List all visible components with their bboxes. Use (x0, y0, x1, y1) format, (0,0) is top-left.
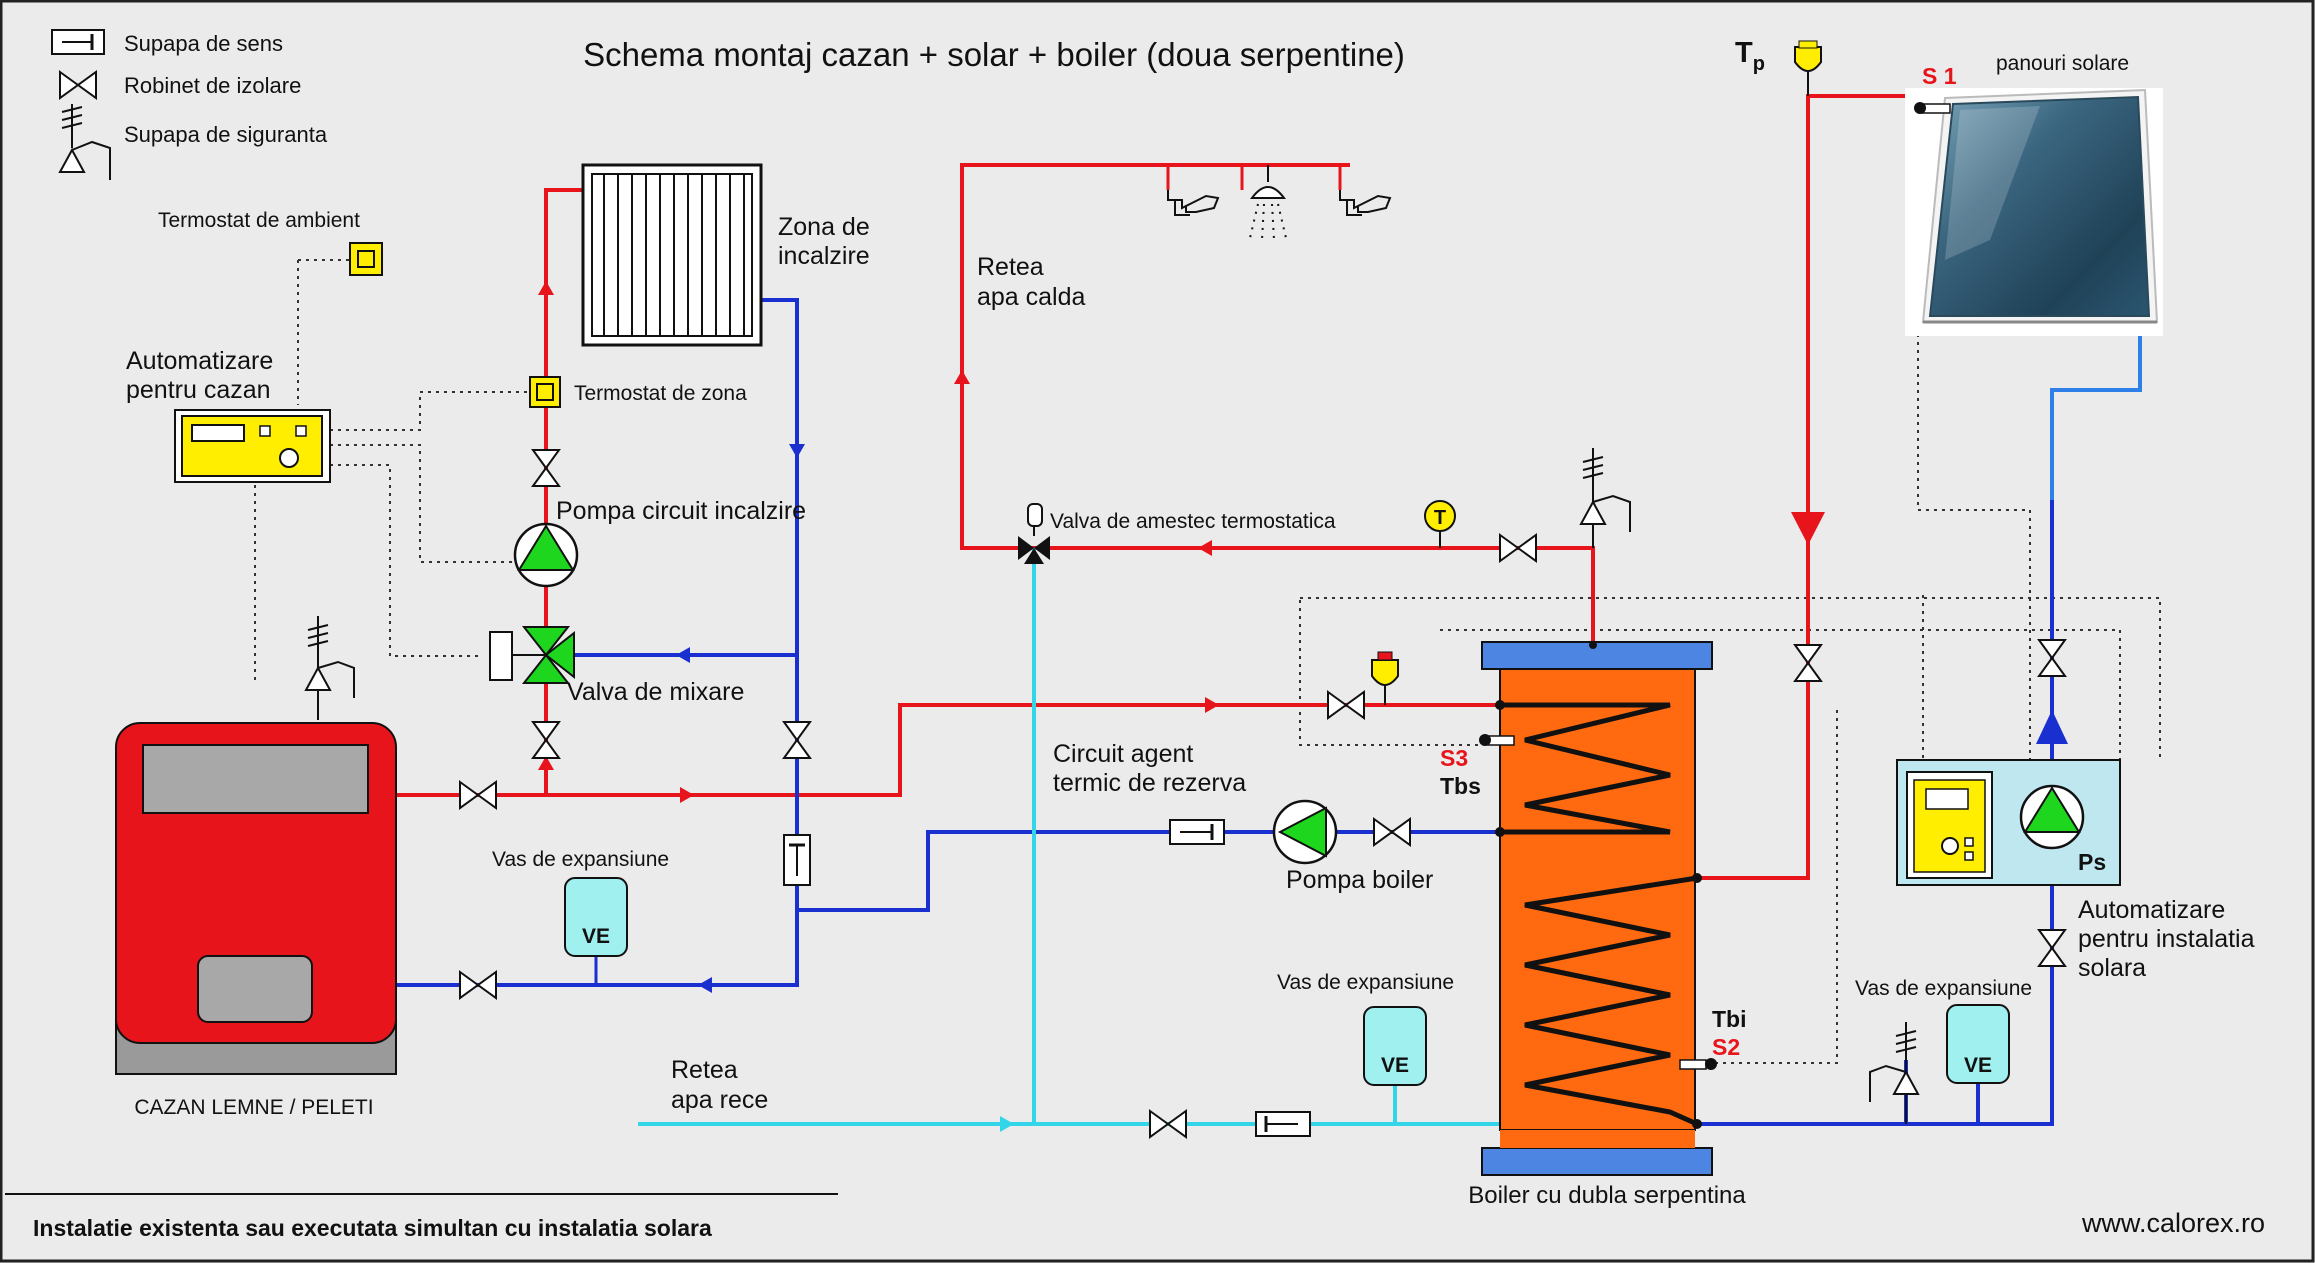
check-valves (783, 819, 1311, 1137)
s2-label: S2 (1712, 1034, 1740, 1060)
dual-coil-storage-tank (1481, 641, 1713, 1176)
ve-label: VE (1381, 1054, 1409, 1077)
solar-air-vent-icon (1794, 40, 1822, 96)
tbs-label: Tbs (1440, 773, 1481, 799)
isolation-valve-icon (2037, 929, 2067, 967)
temperature-gauge-label: T (1434, 507, 1446, 529)
check-valve-legend-icon (51, 29, 105, 55)
zone-thermostat-label: Termostat de zona (574, 382, 747, 405)
solar-automation-label: pentru instalatia (2078, 925, 2255, 953)
solar-pump-icon (2019, 784, 2085, 850)
boiler-label: CAZAN LEMNE / PELETI (134, 1096, 373, 1119)
tap-icon (1339, 190, 1392, 216)
thermostatic-mixing-valve-icon (1018, 503, 1050, 564)
isolation-valve-icon (782, 721, 812, 759)
diagram-title: Schema montaj cazan + solar + boiler (do… (583, 36, 1405, 73)
ve-label: VE (582, 925, 610, 948)
safety-valve-icon (1869, 1022, 1920, 1124)
boiler-automation-label: Automatizare (126, 347, 273, 375)
isolation-valve-legend-icon (59, 70, 97, 100)
boiler-automation-label: pentru cazan (126, 376, 271, 404)
zone-thermostat-icon (529, 376, 561, 408)
tap-icon (1167, 190, 1220, 216)
radiator-icon (581, 163, 763, 347)
isolation-valve-icon (1149, 1109, 1187, 1139)
legend: Supapa de sens Robinet de izolare Supapa… (51, 29, 328, 180)
storage-tank-label: Boiler cu dubla serpentina (1468, 1182, 1746, 1209)
isolation-valves (459, 449, 2067, 1139)
isolation-valve-icon (459, 970, 497, 1000)
check-valve-icon (1255, 1111, 1311, 1137)
heating-zone-label: incalzire (778, 242, 870, 270)
legend-isolation-valve-label: Robinet de izolare (124, 73, 301, 98)
solar-automation-label: Automatizare (2078, 896, 2225, 924)
isolation-valve-icon (531, 721, 561, 759)
flow-arrows (538, 281, 2068, 1132)
cold-water-network-label: Retea (671, 1056, 738, 1084)
expansion-vessel-label: Vas de expansiune (1855, 977, 2032, 1000)
expansion-vessel-label: Vas de expansiune (492, 848, 669, 871)
s3-label: S3 (1440, 745, 1468, 771)
shower-icon (1249, 165, 1287, 241)
heating-pump-icon (513, 522, 579, 588)
tank-sensor-s3-icon (1479, 734, 1515, 746)
isolation-valve-icon (459, 780, 497, 810)
boiler-controller-icon (174, 409, 331, 483)
safety-valve-icon (1579, 448, 1631, 548)
tbi-label: Tbi (1712, 1006, 1747, 1032)
reserve-circuit-label: termic de rezerva (1053, 769, 1246, 797)
mixing-valve-label: Valva de mixare (567, 678, 744, 706)
expansion-vessel-label: Vas de expansiune (1277, 971, 1454, 994)
check-valve-icon (783, 834, 811, 886)
boiler-pump-icon (1272, 799, 1338, 865)
solar-panel-icon (1905, 88, 2163, 336)
footer-note: Instalatie existenta sau executata simul… (33, 1215, 712, 1241)
isolation-valve-icon (1793, 644, 1823, 682)
boiler-pump-label: Pompa boiler (1286, 866, 1433, 894)
air-vent-icon (1371, 651, 1399, 705)
s1-label: S 1 (1922, 63, 1957, 89)
ve-label: VE (1964, 1054, 1992, 1077)
safety-valve-icon (304, 616, 355, 720)
isolation-valve-icon (531, 449, 561, 487)
expansion-vessel-icon (564, 877, 628, 985)
tp-label: Tp (1735, 37, 1765, 75)
solar-sensor-s1-icon (1914, 102, 1951, 114)
mixing-valve-icon (489, 626, 575, 684)
thermostatic-mixing-valve-label: Valva de amestec termostatica (1050, 510, 1336, 533)
website-label: www.calorex.ro (2081, 1208, 2265, 1238)
room-thermostat-icon (349, 242, 383, 276)
isolation-valve-icon (1327, 690, 1365, 720)
solar-panels-label: panouri solare (1996, 52, 2129, 75)
solar-automation-label: solara (2078, 954, 2146, 982)
room-thermostat-label: Termostat de ambient (158, 209, 360, 232)
reserve-circuit-label: Circuit agent (1053, 740, 1193, 768)
heating-pump-label: Pompa circuit incalzire (556, 497, 806, 525)
wood-pellet-boiler-icon (115, 722, 397, 1075)
isolation-valve-icon (1373, 817, 1411, 847)
safety-valve-legend-icon (58, 104, 111, 180)
expansion-vessel-icon (1946, 1004, 2010, 1084)
cold-water-network-label: apa rece (671, 1086, 768, 1114)
ps-label: Ps (2078, 849, 2106, 875)
expansion-vessel-icon (1363, 1006, 1427, 1086)
hot-water-network-label: apa calda (977, 283, 1086, 311)
temperature-gauge-icon (1424, 500, 1456, 548)
legend-check-valve-label: Supapa de sens (124, 31, 283, 56)
hot-water-network-label: Retea (977, 253, 1044, 281)
tank-sensor-s2-icon (1679, 1058, 1717, 1070)
check-valve-icon (1169, 819, 1225, 845)
heating-zone-label: Zona de (778, 213, 870, 241)
isolation-valve-icon (2037, 639, 2067, 677)
legend-safety-valve-label: Supapa de siguranta (124, 122, 328, 147)
isolation-valve-icon (1499, 533, 1537, 563)
